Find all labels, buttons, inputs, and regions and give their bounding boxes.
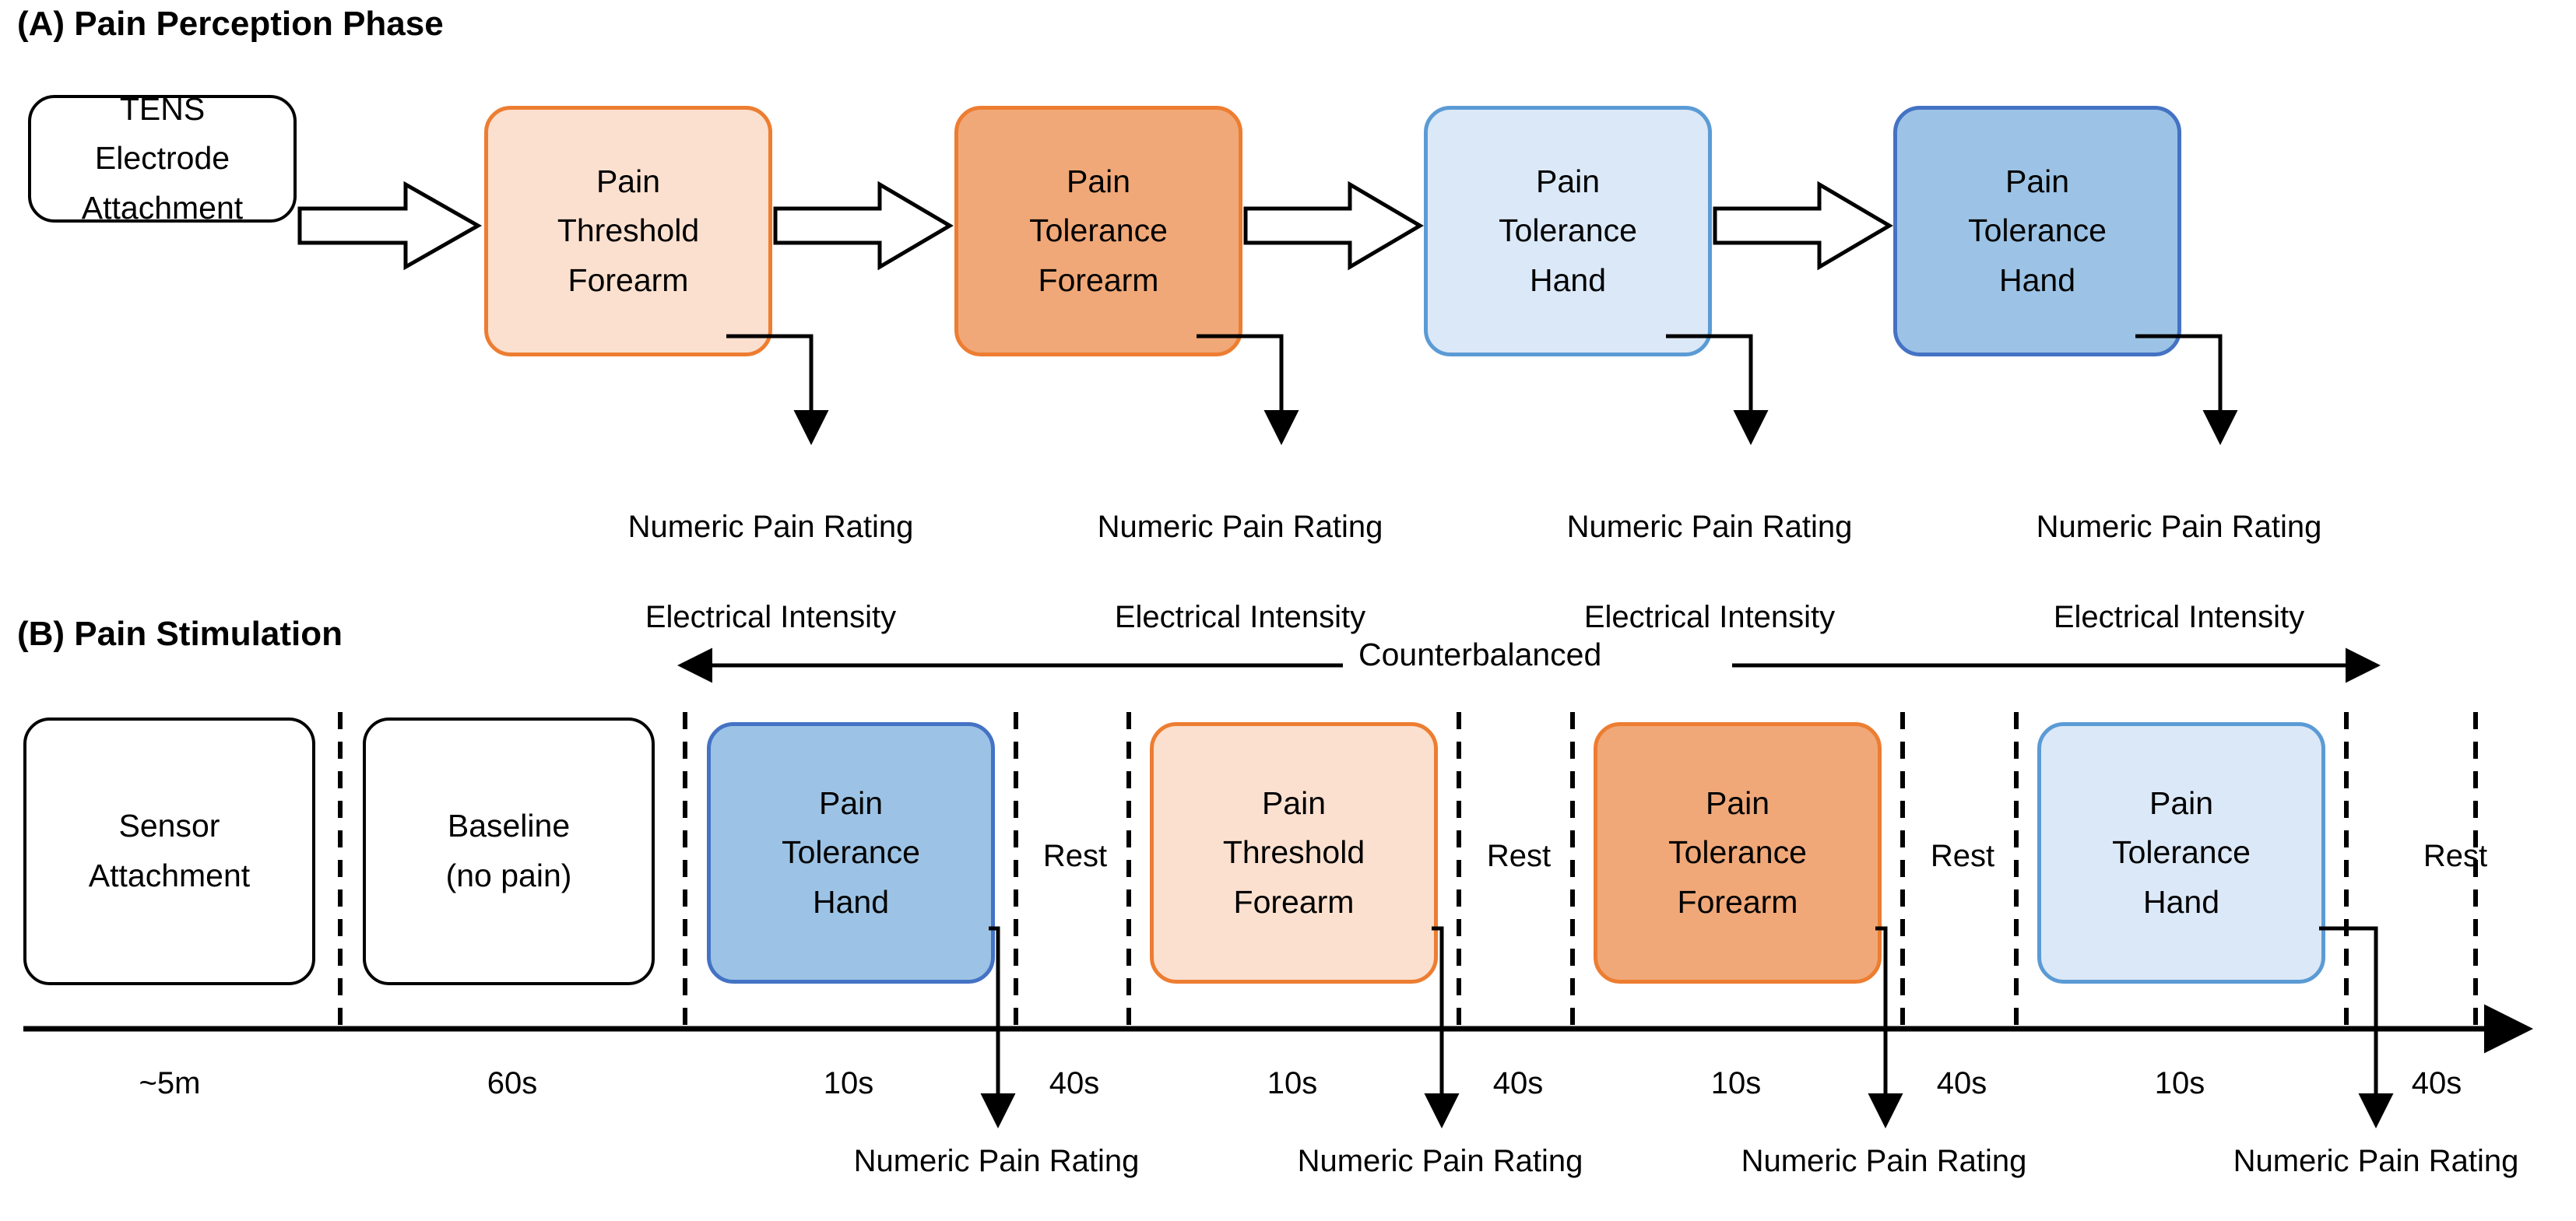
node-line: Hand: [1529, 261, 1606, 298]
duration-label-9: 40s: [2411, 1066, 2462, 1100]
pain-rating-label-2: Numeric Pain Rating: [1297, 1144, 1583, 1178]
node-pain-tolerance-hand-light: Pain Tolerance Hand: [1424, 106, 1712, 356]
node-line: (no pain): [445, 858, 572, 893]
rest-label-3: Rest: [1930, 839, 1995, 873]
duration-label-4: 10s: [1267, 1066, 1318, 1100]
node-line: Forearm: [1038, 261, 1159, 298]
panel-a-flow-arrow-4: [1713, 181, 1893, 271]
node-b-pain-tolerance-forearm: Pain Tolerance Forearm: [1594, 722, 1882, 984]
node-line: Tolerance: [1029, 212, 1168, 249]
node-line: Tolerance: [1968, 212, 2107, 249]
node-line: Pain: [2149, 784, 2214, 821]
node-pain-threshold-forearm: Pain Threshold Forearm: [484, 106, 772, 356]
node-sensor-attachment: Sensor Attachment: [23, 718, 315, 985]
node-line: Pain: [1705, 784, 1770, 821]
rest-label-2: Rest: [1486, 839, 1552, 873]
node-b-pain-tolerance-hand-dark: Pain Tolerance Hand: [707, 722, 995, 984]
output-line: Numeric Pain Rating: [627, 510, 914, 544]
output-caption-4: Numeric Pain Rating Electrical Intensity: [2015, 459, 2342, 640]
duration-label-0: ~5m: [139, 1066, 201, 1100]
node-line: Forearm: [568, 261, 689, 298]
duration-label-2: 10s: [823, 1066, 874, 1100]
node-line: Hand: [812, 883, 889, 920]
node-line: TENS: [119, 90, 206, 127]
duration-label-3: 40s: [1049, 1066, 1100, 1100]
pain-rating-label-1: Numeric Pain Rating: [853, 1144, 1140, 1178]
node-line: Pain: [596, 163, 661, 199]
output-line: Numeric Pain Rating: [1566, 510, 1853, 544]
node-line: Pain: [818, 784, 884, 821]
node-line: Hand: [2142, 883, 2219, 920]
panel-a-flow-arrow-1: [297, 181, 483, 271]
node-line: Sensor: [118, 808, 220, 844]
node-line: Attachment: [81, 189, 244, 226]
output-line: Electrical Intensity: [2053, 600, 2305, 634]
node-line: Tolerance: [1499, 212, 1637, 249]
node-line: Tolerance: [2112, 834, 2251, 871]
node-line: Tolerance: [782, 834, 920, 871]
panel-a-flow-arrow-2: [773, 181, 954, 271]
output-caption-3: Numeric Pain Rating Electrical Intensity: [1546, 459, 1873, 640]
node-b-pain-threshold-forearm: Pain Threshold Forearm: [1150, 722, 1438, 984]
counterbalanced-label: Counterbalanced: [1358, 637, 1602, 672]
panel-a-title: (A) Pain Perception Phase: [17, 5, 444, 43]
node-line: Electrode: [94, 140, 230, 177]
output-line: Numeric Pain Rating: [1097, 510, 1383, 544]
output-line: Electrical Intensity: [1114, 600, 1366, 634]
node-line: Tolerance: [1668, 834, 1807, 871]
node-line: Baseline: [447, 808, 571, 844]
output-caption-2: Numeric Pain Rating Electrical Intensity: [1077, 459, 1404, 640]
node-line: Forearm: [1233, 883, 1355, 920]
node-b-pain-tolerance-hand-light: Pain Tolerance Hand: [2037, 722, 2325, 984]
rest-label-4: Rest: [2423, 839, 2488, 873]
node-line: Hand: [1998, 261, 2075, 298]
output-line: Electrical Intensity: [1583, 600, 1836, 634]
panel-a-flow-arrow-3: [1243, 181, 1424, 271]
node-line: Pain: [1261, 784, 1327, 821]
duration-label-8: 10s: [2154, 1066, 2205, 1100]
node-line: Attachment: [88, 858, 251, 893]
output-caption-1: Numeric Pain Rating Electrical Intensity: [607, 459, 934, 640]
node-line: Pain: [1066, 163, 1131, 199]
node-pain-tolerance-forearm: Pain Tolerance Forearm: [954, 106, 1242, 356]
output-line: Numeric Pain Rating: [2036, 510, 2322, 544]
output-line: Electrical Intensity: [645, 600, 897, 634]
pain-rating-label-3: Numeric Pain Rating: [1741, 1144, 2027, 1178]
node-pain-tolerance-hand-dark: Pain Tolerance Hand: [1893, 106, 2181, 356]
node-line: Pain: [2005, 163, 2070, 199]
panel-b-title: (B) Pain Stimulation: [17, 615, 343, 653]
rest-label-1: Rest: [1042, 839, 1108, 873]
node-line: Threshold: [557, 212, 700, 249]
duration-label-5: 40s: [1492, 1066, 1544, 1100]
duration-label-1: 60s: [487, 1066, 538, 1100]
duration-label-7: 40s: [1936, 1066, 1987, 1100]
node-baseline-no-pain: Baseline (no pain): [363, 718, 655, 985]
duration-label-6: 10s: [1710, 1066, 1762, 1100]
pain-rating-label-4: Numeric Pain Rating: [2233, 1144, 2519, 1178]
node-line: Forearm: [1677, 883, 1798, 920]
node-tens-electrode-attachment: TENS Electrode Attachment: [28, 91, 297, 226]
node-line: Threshold: [1222, 834, 1365, 871]
node-line: Pain: [1535, 163, 1601, 199]
